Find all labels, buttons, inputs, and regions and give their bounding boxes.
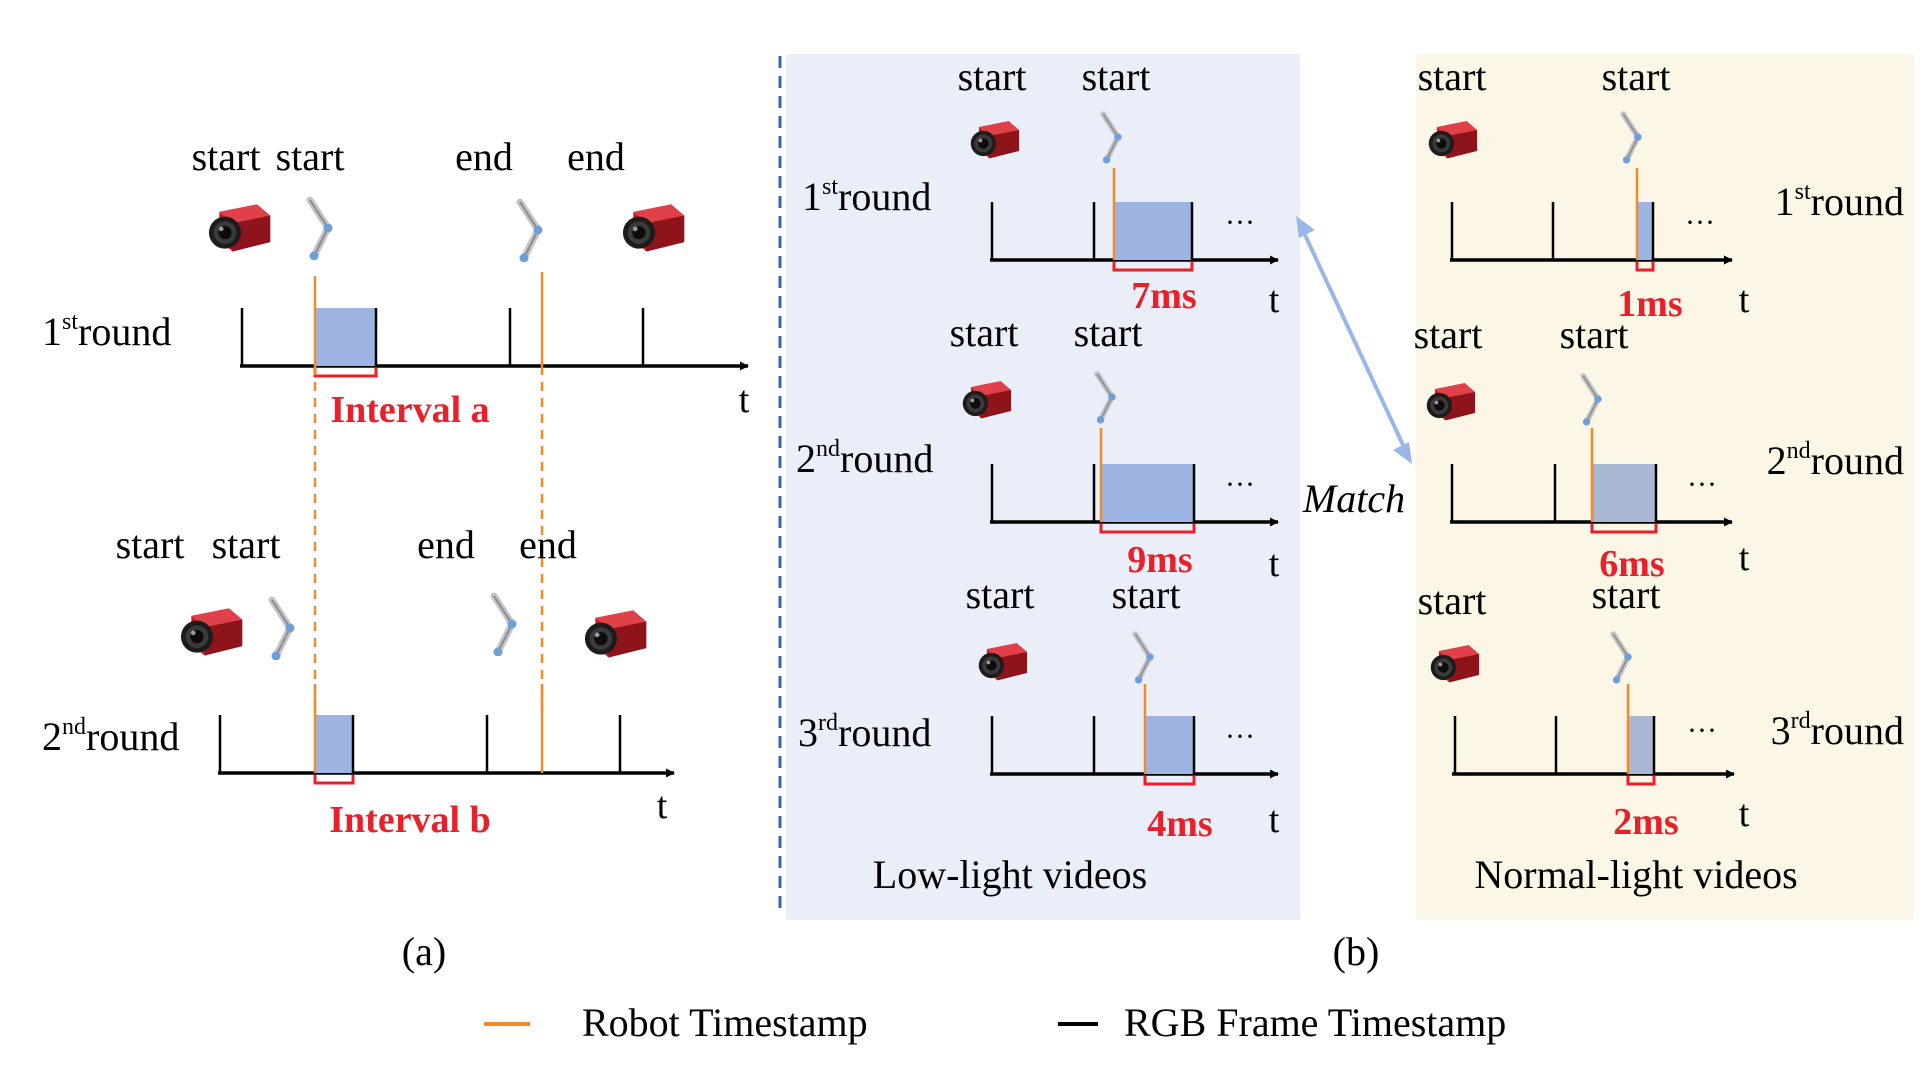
- nl3-delay-box: [1628, 716, 1654, 774]
- nl1-cam-start-label: start: [1418, 54, 1487, 99]
- ll3-delay-label: 4ms: [1147, 803, 1212, 845]
- nl1-delay-brace: [1635, 262, 1655, 272]
- a2-cam-end-label: end: [519, 522, 577, 567]
- match-arrow: [1296, 219, 1412, 461]
- ll2-round-label: 2ndround: [796, 436, 933, 481]
- ll1-delay-label: 7ms: [1131, 275, 1196, 317]
- panel-a: start start end end 1stround t Interval …: [42, 134, 750, 974]
- a1-interval-label: Interval a: [330, 389, 489, 431]
- ll2-delay-label: 9ms: [1127, 539, 1192, 581]
- ll1-delay-brace: [1112, 262, 1194, 272]
- nl1-delay-label: 1ms: [1617, 283, 1682, 325]
- a2-interval-label: Interval b: [329, 799, 491, 841]
- ll2-delay-box: [1101, 464, 1194, 522]
- a1-robot-start-label: start: [276, 134, 345, 179]
- ll3-robot-start-label: start: [1112, 572, 1181, 617]
- low-light-videos: start start 1stround t ··· 7ms start sta…: [796, 54, 1280, 897]
- robot-arm-icon: [272, 600, 295, 661]
- a2-interval-brace: [313, 775, 355, 785]
- nl2-t-label: t: [1739, 537, 1750, 579]
- ll1-round-label: 1stround: [802, 174, 931, 219]
- nl3-delay-brace: [1626, 776, 1656, 786]
- legend: Robot Timestamp RGB Frame Timestamp: [484, 1000, 1506, 1045]
- ll1-robot-start-label: start: [1082, 54, 1151, 99]
- match-connector: Match: [1296, 216, 1412, 521]
- legend-robot-label: Robot Timestamp: [582, 1000, 868, 1045]
- nl3-t-label: t: [1739, 793, 1750, 835]
- a2-robot-start-label: start: [212, 522, 281, 567]
- nl2-delay-label: 6ms: [1599, 543, 1664, 585]
- nl1-round-label: 1stround: [1775, 179, 1904, 224]
- ll2-ellipsis: ···: [1225, 468, 1255, 501]
- a2-interval-box: [315, 715, 353, 773]
- camera-icon: [622, 204, 685, 252]
- a2-cam-start-label: start: [116, 522, 185, 567]
- a2-round-label: 2ndround: [42, 714, 179, 759]
- nl2-round-label: 2ndround: [1767, 438, 1904, 483]
- ll1-ellipsis: ···: [1225, 206, 1255, 239]
- low-light-title: Low-light videos: [873, 852, 1147, 897]
- panel-a-caption: (a): [402, 929, 446, 974]
- ll2-cam-start-label: start: [950, 310, 1019, 355]
- ll2-t-label: t: [1269, 543, 1280, 585]
- match-arrowhead-bottom: [1393, 442, 1412, 464]
- a1-interval-brace: [313, 368, 378, 378]
- ll2-delay-brace: [1099, 524, 1196, 534]
- ll3-round-label: 3rdround: [798, 710, 931, 755]
- a1-cam-end-label: end: [567, 134, 625, 179]
- normal-light-title: Normal-light videos: [1474, 852, 1797, 897]
- camera-icon: [208, 204, 271, 252]
- ll3-delay-brace: [1143, 776, 1196, 786]
- nl1-robot-start-label: start: [1602, 54, 1671, 99]
- camera-icon: [180, 608, 243, 656]
- a2-robot-end-label: end: [417, 522, 475, 567]
- a1-round-label: 1stround: [42, 309, 171, 354]
- robot-arm-icon: [494, 596, 517, 657]
- nl3-ellipsis: ···: [1687, 714, 1717, 747]
- nl3-robot-start-label: start: [1592, 572, 1661, 617]
- ll3-t-label: t: [1269, 799, 1280, 841]
- nl1-delay-box: [1637, 202, 1653, 260]
- nl3-delay-label: 2ms: [1613, 801, 1678, 843]
- ll3-delay-box: [1145, 716, 1194, 774]
- nl2-cam-start-label: start: [1414, 312, 1483, 357]
- legend-frame-label: RGB Frame Timestamp: [1124, 1000, 1506, 1045]
- nl3-round-label: 3rdround: [1771, 708, 1904, 753]
- a2-t-label: t: [657, 785, 668, 827]
- a1-cam-start-label: start: [192, 134, 261, 179]
- a1-interval-box: [315, 308, 376, 366]
- ll3-ellipsis: ···: [1225, 720, 1255, 753]
- ll2-robot-start-label: start: [1074, 310, 1143, 355]
- nl3-cam-start-label: start: [1418, 578, 1487, 623]
- ll1-delay-box: [1114, 202, 1192, 260]
- nl2-delay-brace: [1590, 524, 1658, 534]
- nl2-delay-box: [1592, 464, 1656, 522]
- nl2-robot-start-label: start: [1560, 312, 1629, 357]
- robot-arm-icon: [520, 202, 543, 263]
- match-arrowhead-top: [1296, 216, 1315, 238]
- nl1-ellipsis: ···: [1685, 206, 1715, 239]
- nl1-t-label: t: [1739, 279, 1750, 321]
- ll1-t-label: t: [1269, 279, 1280, 321]
- panel-b-caption: (b): [1333, 929, 1380, 974]
- a1-t-label: t: [739, 379, 750, 421]
- a1-robot-end-label: end: [455, 134, 513, 179]
- ll3-cam-start-label: start: [966, 572, 1035, 617]
- ll1-cam-start-label: start: [958, 54, 1027, 99]
- normal-light-videos: start start 1stround t ··· 1ms start sta…: [1414, 54, 1904, 897]
- camera-icon: [584, 610, 647, 658]
- nl2-ellipsis: ···: [1687, 468, 1717, 501]
- match-label: Match: [1302, 476, 1405, 521]
- robot-arm-icon: [310, 200, 333, 261]
